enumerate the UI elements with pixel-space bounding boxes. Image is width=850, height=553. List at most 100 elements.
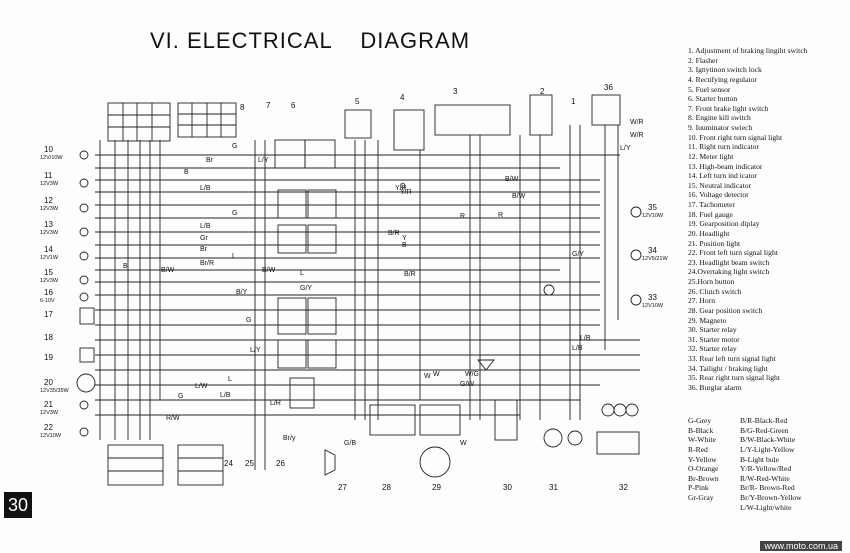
connector-a [274,139,306,169]
left-component-number: 19 [44,353,53,362]
connector-f [307,224,337,254]
legend-item: 24.Overtaking light switch [688,267,770,277]
wire-color-label: W [460,440,467,447]
left-component-number: 10 [44,145,53,154]
connector-b [304,139,336,169]
left-component-rating: 12V/10W [40,155,63,161]
wire-color-label: G [232,143,237,150]
wire-color-label: L/B [572,345,583,352]
horn-symbol [324,449,336,476]
color-code: P-Pink [688,483,709,493]
wire-color-label: B [123,263,128,270]
color-code: B/W-Black-White [740,435,796,445]
bottom-component-number: 28 [382,483,391,492]
bottom-component-number: 25 [245,459,254,468]
wire-color-label: B/Y [236,289,248,296]
page-number: 30 [4,492,32,518]
legend-item: 25.Horn button [688,277,735,286]
overtake-switch-block [177,444,224,486]
legend-item: 27. Horn [688,296,715,306]
legend-item: 8. Engine kill switch [688,113,751,123]
legend-item: 19. Gearposition diplay [688,219,760,229]
left-component-number: 11 [44,171,53,180]
bottom-component-number: 32 [619,483,628,492]
wire-color-label: L [228,376,232,383]
left-component-number: 12 [44,196,53,205]
color-code: Y/R-Yellow/Red [740,464,792,474]
right-component-rating: 12V10W [642,303,664,309]
legend-item: 2. Flasher [688,55,718,65]
fuel-sensor [344,109,372,139]
left-component-number: 14 [44,245,53,254]
wire-color-label: O [400,183,406,190]
wire-color-label: B [184,169,189,176]
wire-color-label: W/R [630,132,644,139]
wire-color-label: G/W [460,381,474,388]
color-code: B/R-Black-Red [740,416,788,425]
color-code: Y-Yellow [688,454,717,464]
top-component-number: 6 [291,101,296,110]
wire-color-label: R/W [166,415,180,422]
legend-item: 15. Neutral indicator [688,180,752,190]
legend-item: 36. Burglar alarm [688,382,742,392]
legend-item: 16. Voltage detector [688,190,749,200]
wire-color-label: G [232,210,237,217]
legend-item: 1. Adjustment of braking lingiht switch [688,46,808,55]
legend-item: 30. Starter relay [688,325,737,335]
left-component-number: 21 [44,400,53,409]
legend-item: 32. Starter relay [688,344,737,354]
connector-i [277,339,307,369]
top-component-number: 3 [453,87,458,96]
connector-j [307,339,337,369]
legend-item: 31. Starter motor [688,334,740,344]
color-code: G-Grey [688,416,712,425]
left-component-number: 22 [44,423,53,432]
ignition-lock [434,104,511,136]
watermark: www.moto.com.ua [760,541,842,551]
wire-color-label: L [232,253,236,260]
legend-item: 17. Tachometer [688,200,735,209]
legend-item: 21. Position light [688,238,741,248]
wire-color-label: G/Y [300,285,312,292]
color-code: B/G-Red-Green [740,425,789,435]
starter-motor [543,428,563,448]
left-component-number: 13 [44,220,53,229]
wire-color-label: Br [206,157,214,164]
beam-switch-block [107,444,164,486]
legend-item: 34. Tailight / braking light [688,363,768,373]
bottom-component-number: 26 [276,459,285,468]
bottom-component-number: 31 [549,483,558,492]
color-code: L/Y-Light-Yellow [740,444,795,454]
gear-display-symbol [79,347,95,363]
wire-color-label: L/Y [250,347,261,354]
top-component-number: 1 [571,97,576,106]
right-component-number: 33 [648,293,657,302]
wire-color-label: G [178,393,183,400]
ignition-connector-block [107,102,171,142]
legend-item: 35. Rear right turn signal light [688,373,780,383]
wire-color-label: B/W [161,267,175,274]
color-code: R/W-Red-White [740,473,790,483]
rectifier [393,109,425,151]
gear-switch-block [369,404,416,436]
legend-item: 6. Starter button [688,94,738,104]
wire-color-label: L/Y [620,145,631,152]
wire-color-label: R [498,212,503,219]
wire-color-label: L/B [580,335,591,342]
color-code: B-Light bule [740,454,780,464]
wire-color-label: B/W [262,267,276,274]
legend-item: 10. Front right turn signal light [688,132,783,142]
legend-item: 33. Rear left turn signal light [688,354,776,363]
legend-item: 5. Fuel sensor [688,84,731,94]
wire-color-label: L/Y [258,157,269,164]
color-code: Br/Y-Brown-Yellow [740,493,802,502]
connector-c [277,189,307,219]
connector-k [289,377,315,409]
wire-color-label: W [424,373,431,380]
right-component-rating: 12V5/21W [642,256,668,262]
legend-item: 29. Magneto [688,315,727,325]
bottom-component-number: 24 [224,459,233,468]
color-code: W-White [688,435,716,445]
